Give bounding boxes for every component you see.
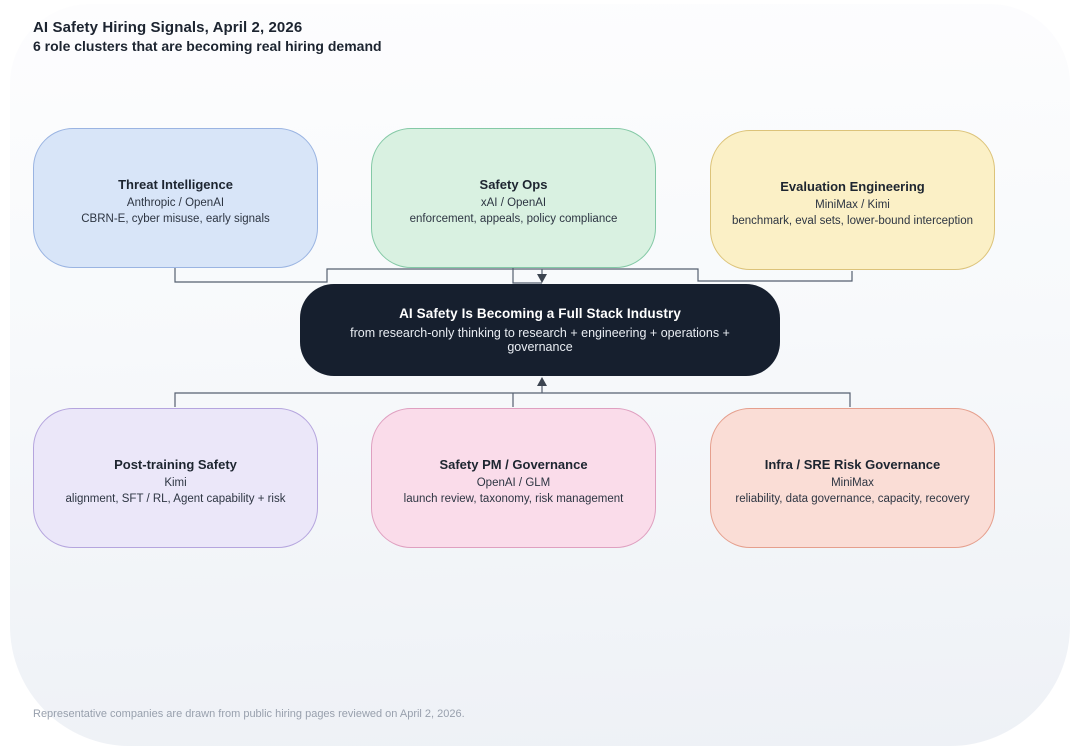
cluster-companies: OpenAI / GLM — [476, 477, 551, 489]
cluster-title: Safety Ops — [479, 177, 548, 192]
cluster-focus: enforcement, appeals, policy compliance — [409, 213, 618, 225]
cluster-title: Post-training Safety — [114, 457, 237, 472]
cluster-companies: Anthropic / OpenAI — [126, 197, 225, 209]
cluster-box-threat-intelligence: Threat Intelligence Anthropic / OpenAI C… — [33, 128, 318, 268]
page-subtitle: 6 role clusters that are becoming real h… — [33, 38, 382, 54]
center-node: AI Safety Is Becoming a Full Stack Indus… — [300, 284, 780, 376]
cluster-companies: MiniMax — [831, 477, 874, 489]
cluster-focus: CBRN-E, cyber misuse, early signals — [81, 213, 270, 225]
cluster-title: Infra / SRE Risk Governance — [764, 457, 941, 472]
page-title: AI Safety Hiring Signals, April 2, 2026 — [33, 19, 303, 36]
cluster-box-safety-pm-governance: Safety PM / Governance OpenAI / GLM laun… — [371, 408, 656, 548]
cluster-title: Safety PM / Governance — [439, 457, 588, 472]
center-node-title: AI Safety Is Becoming a Full Stack Indus… — [399, 306, 681, 321]
center-node-subtitle: from research-only thinking to research … — [350, 326, 730, 354]
arrowhead-up — [537, 377, 547, 386]
cluster-box-post-training-safety: Post-training Safety Kimi alignment, SFT… — [33, 408, 318, 548]
diagram-header: AI Safety Hiring Signals, April 2, 2026 … — [33, 18, 382, 55]
footer-note: Representative companies are drawn from … — [33, 708, 465, 720]
cluster-companies: Kimi — [164, 477, 187, 489]
cluster-title: Evaluation Engineering — [780, 179, 925, 194]
connector-bottom-bus — [174, 386, 851, 407]
cluster-focus: reliability, data governance, capacity, … — [735, 493, 970, 505]
cluster-box-evaluation-engineering: Evaluation Engineering MiniMax / Kimi be… — [710, 130, 995, 270]
cluster-focus: benchmark, eval sets, lower-bound interc… — [732, 215, 973, 227]
cluster-focus: launch review, taxonomy, risk management — [403, 493, 624, 505]
cluster-companies: MiniMax / Kimi — [815, 199, 890, 211]
cluster-title: Threat Intelligence — [118, 177, 233, 192]
cluster-box-infra-sre-risk-governance: Infra / SRE Risk Governance MiniMax reli… — [710, 408, 995, 548]
arrowhead-down — [537, 274, 547, 283]
cluster-focus: alignment, SFT / RL, Agent capability + … — [65, 493, 286, 505]
connector-top-bracket — [512, 268, 543, 284]
cluster-box-safety-ops: Safety Ops xAI / OpenAI enforcement, app… — [371, 128, 656, 268]
cluster-companies: xAI / OpenAI — [480, 197, 547, 209]
